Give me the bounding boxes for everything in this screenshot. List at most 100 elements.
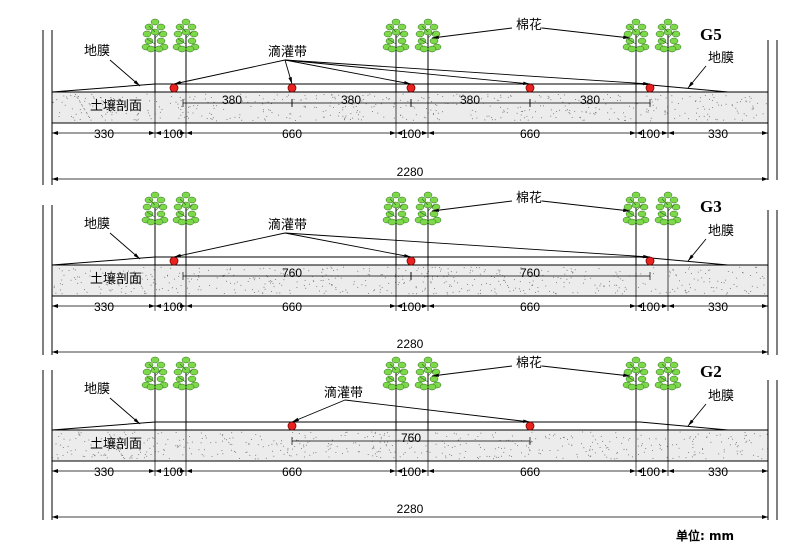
leaf [637,361,647,369]
leader-line [284,59,651,85]
arrowhead [174,253,181,258]
drip-tape-label: 滴灌带 [324,385,363,401]
arrowhead [688,81,694,88]
arrowhead [428,304,434,308]
leaf [635,383,645,391]
dimension-label: 330 [94,300,114,314]
arrowhead [133,80,140,86]
dimension-label: 330 [94,465,114,479]
leaf [667,218,677,226]
dimension-label: 660 [282,300,302,314]
drip-tape-marker [406,83,416,93]
leaf [173,368,183,376]
leaf [637,210,647,218]
arrowhead [390,469,396,473]
drip-tape-marker [169,83,179,93]
branch [387,363,403,383]
leaf [637,375,647,383]
leaf [146,218,156,226]
arrowhead [52,515,58,519]
branch [146,198,162,218]
leaf [158,368,168,376]
arrowhead [630,131,636,135]
leaf [623,368,633,376]
leaf [659,383,669,391]
side-boundaries [42,30,778,520]
leaf [154,383,164,391]
arrowhead [623,35,630,39]
arrowhead [292,417,299,422]
leaf [142,203,152,211]
drip-spacing-label: 380 [580,93,600,107]
leaf [671,30,681,38]
arrowhead [762,131,768,135]
arrowhead [52,177,58,181]
leaf [631,191,641,199]
branch [419,363,435,383]
arrowhead [643,81,650,86]
leaf [181,191,191,199]
dimension-label: 100 [640,127,660,141]
leader-line [173,232,286,258]
leaf [397,196,407,204]
arrowhead [155,469,161,473]
leaf [669,37,679,45]
arrowhead [155,131,161,135]
arrowhead [623,373,630,377]
branch [627,198,643,218]
drip-spacing-label: 380 [460,93,480,107]
leaf [144,23,154,31]
drip-tape-marker [525,421,535,431]
leaf [427,218,437,226]
arrowhead [762,469,768,473]
leaf [397,37,407,45]
soil-section [52,430,768,461]
leaf [397,361,407,369]
leaf [177,218,187,226]
leaf [655,30,665,38]
dimension-label: 660 [520,127,540,141]
branch [177,198,193,218]
leaf [397,23,407,31]
leaf [663,356,673,364]
leaf [187,196,197,204]
dimension-label: 330 [708,127,728,141]
drip-tape-marker [525,83,535,93]
leaf [144,361,154,369]
drip-tape-marker [287,421,297,431]
leaf [625,210,635,218]
leaf [395,218,405,226]
leaf [663,18,673,26]
leader-line [541,27,631,39]
drip-tape-marker [645,256,655,266]
leaf [150,18,160,26]
leaf [627,383,637,391]
arrowhead [180,304,186,308]
leaf [637,196,647,204]
arrowhead [762,515,768,519]
branch [419,198,435,218]
arrowhead [523,81,530,86]
dimension-label: 100 [401,300,421,314]
leaf [181,356,191,364]
leaf [144,37,154,45]
dimension-label: 330 [94,127,114,141]
leaf [631,356,641,364]
arrowhead [404,254,411,258]
leader-line [284,59,412,85]
leaf [175,375,185,383]
leaf [423,191,433,199]
leaf [639,203,649,211]
leaf [156,37,166,45]
arrowhead [149,131,155,135]
panel-id: G2 [700,362,722,381]
leaf [383,30,393,38]
arrowhead [52,304,58,308]
arrowhead [396,304,402,308]
mulch-film [51,421,729,431]
leaf [156,23,166,31]
leaf [391,356,401,364]
drip-tape-marker [287,83,297,93]
leaf [417,210,427,218]
cotton-plants [141,191,682,265]
